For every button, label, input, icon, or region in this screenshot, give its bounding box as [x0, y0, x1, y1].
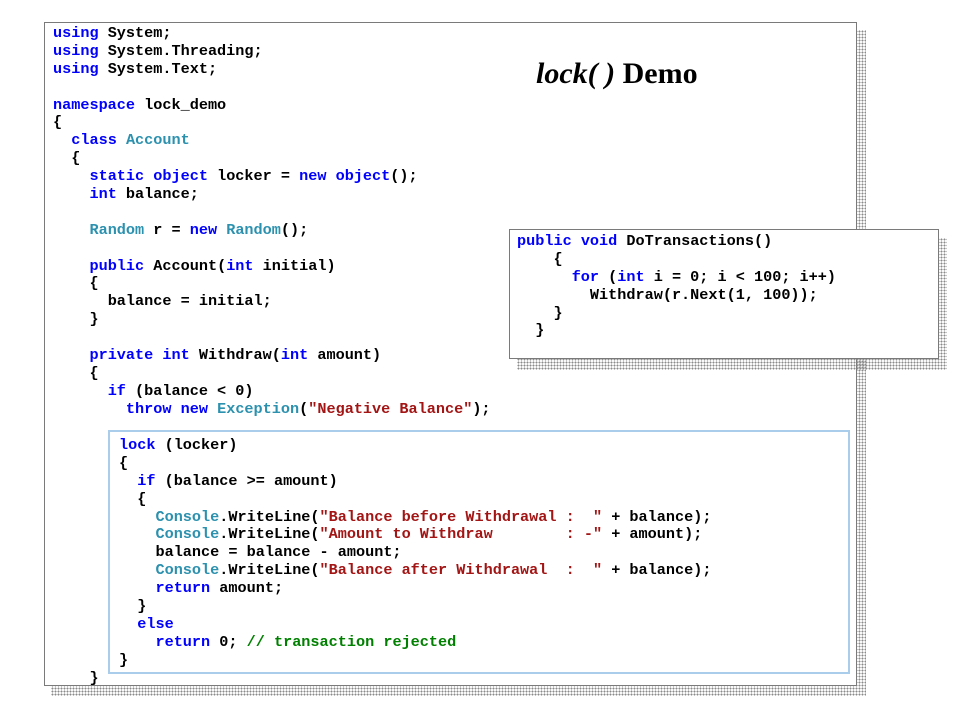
code-line-constructor: public Account(int initial): [89, 256, 336, 275]
code-line-do-transactions: public void DoTransactions(): [517, 232, 773, 250]
code-line-brace: {: [89, 363, 99, 382]
side-code-panel: [509, 229, 939, 359]
code-line-brace: {: [71, 149, 81, 168]
code-line-throw: throw new Exception("Negative Balance");: [125, 399, 491, 418]
main-code-block: using System;using System.Threading;usin…: [53, 24, 491, 419]
code-line-balance: int balance;: [89, 185, 199, 204]
code-line-return-zero: return 0; // transaction rejected: [155, 632, 457, 651]
code-line-brace: }: [89, 310, 99, 329]
code-line-brace: {: [89, 274, 99, 293]
code-line-brace: }: [137, 597, 147, 616]
code-line-class: class Account: [71, 131, 190, 150]
code-line-brace: {: [553, 249, 563, 268]
code-line-closing-brace: }: [89, 669, 99, 687]
code-line-locker: static object locker = new object();: [89, 167, 418, 186]
code-line-subtract: balance = balance - amount;: [155, 543, 402, 562]
code-line-using-text: using System.Text;: [53, 59, 218, 78]
code-line-withdraw-signature: private int Withdraw(int amount): [89, 346, 382, 365]
code-line-for-loop: for (int i = 0; i < 100; i++): [571, 267, 837, 286]
code-line-else: else: [137, 614, 174, 633]
code-line-blank: [53, 240, 491, 258]
code-line-brace: }: [119, 650, 129, 669]
code-line-print-before: Console.WriteLine("Balance before Withdr…: [155, 507, 712, 526]
code-line-blank: [53, 329, 491, 347]
code-line-using-system: using System;: [53, 24, 172, 42]
lock-code-block: lock (locker){ if (balance >= amount) { …: [119, 436, 712, 670]
code-line-print-amount: Console.WriteLine("Amount to Withdraw : …: [155, 525, 703, 544]
code-line-brace: {: [53, 113, 63, 132]
code-line-brace: }: [553, 303, 563, 322]
side-code-block: public void DoTransactions() { for (int …: [517, 232, 837, 340]
code-line-if-negative: if (balance < 0): [107, 381, 254, 400]
code-line-withdraw-call: Withdraw(r.Next(1, 100));: [589, 285, 818, 304]
code-line-print-after: Console.WriteLine("Balance after Withdra…: [155, 561, 712, 580]
code-line-return-amount: return amount;: [155, 579, 284, 598]
code-line-brace: {: [119, 453, 129, 472]
code-line-namespace: namespace lock_demo: [53, 95, 227, 114]
code-line-brace: {: [137, 489, 147, 508]
code-line-using-threading: using System.Threading;: [53, 41, 263, 60]
code-line-blank: [53, 204, 491, 222]
code-line-random: Random r = new Random();: [89, 220, 309, 239]
slide-title: lock( ) Demo: [536, 57, 698, 90]
code-line-if-balance: if (balance >= amount): [137, 471, 338, 490]
code-line-lock: lock (locker): [119, 436, 238, 454]
code-line-brace: }: [535, 321, 545, 340]
code-line-blank: [53, 79, 491, 97]
lock-block-highlight: [108, 430, 850, 674]
code-line-assign: balance = initial;: [107, 292, 272, 311]
